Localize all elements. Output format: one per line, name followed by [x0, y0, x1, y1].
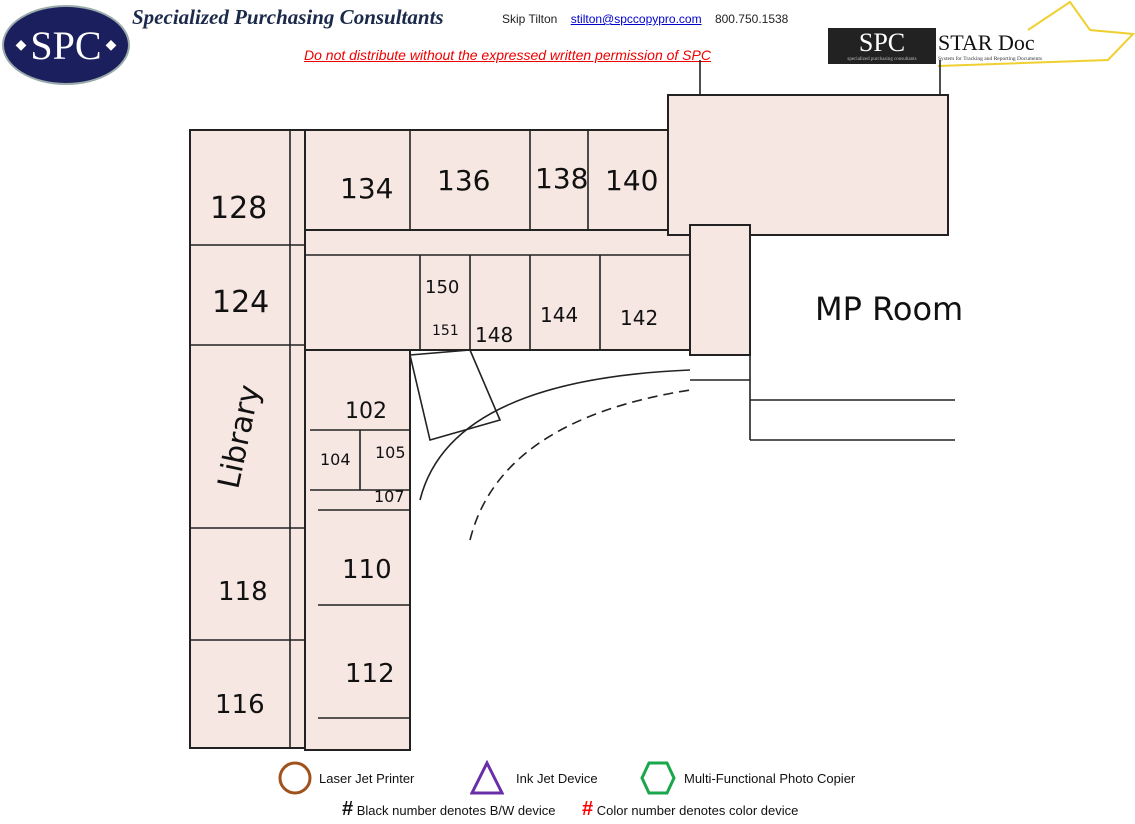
triangle-icon	[470, 760, 504, 795]
distribution-notice: Do not distribute without the expressed …	[304, 47, 711, 63]
star-spc-sub: specialized purchasing consultants	[847, 57, 917, 62]
legend-laser-jet: Laser Jet Printer	[277, 760, 414, 796]
room-mp: MP Room	[815, 290, 963, 328]
room-107: 107	[374, 487, 405, 506]
west-wing	[189, 129, 306, 749]
bw-note-text: Black number denotes B/W device	[356, 803, 556, 818]
center-block	[304, 229, 691, 351]
room-151: 151	[432, 323, 459, 339]
north-classrooms	[304, 129, 686, 231]
hexagon-icon	[640, 761, 676, 795]
legend-bw-note: # Black number denotes B/W device	[342, 798, 555, 821]
room-102: 102	[345, 399, 387, 424]
room-140: 140	[605, 164, 658, 197]
room-105: 105	[375, 443, 406, 462]
legend-label: Laser Jet Printer	[319, 770, 415, 786]
legend-color-note: # Color number denotes color device	[582, 798, 798, 821]
star-spc-text: SPC	[858, 28, 906, 57]
color-note-text: Color number denotes color device	[596, 803, 799, 818]
east-building	[667, 94, 949, 236]
room-104: 104	[320, 450, 351, 469]
legend-mfp: Multi-Functional Photo Copier	[640, 760, 855, 796]
room-118: 118	[218, 577, 268, 607]
legend-ink-jet: Ink Jet Device	[470, 760, 598, 796]
room-116: 116	[215, 690, 265, 720]
star-doc-subtitle: System for Tracking and Reporting Docume…	[938, 56, 1043, 62]
room-150: 150	[425, 277, 459, 298]
room-136: 136	[437, 164, 490, 197]
contact-email-link[interactable]: stilton@spccopypro.com	[570, 12, 702, 26]
room-142: 142	[620, 306, 658, 330]
room-112: 112	[345, 659, 395, 689]
hash-black-icon: #	[342, 798, 354, 820]
room-128: 128	[210, 191, 267, 226]
contact-info: Skip Tilton stilton@spccopypro.com 800.7…	[502, 12, 788, 26]
floor-plan: 128 124 Library 134 136 138 140 150 151 …	[189, 60, 963, 751]
room-144: 144	[540, 303, 578, 327]
contact-phone: 800.750.1538	[714, 12, 789, 26]
room-148: 148	[475, 323, 513, 347]
star-doc-title: STAR Doc	[938, 30, 1035, 55]
contact-name: Skip Tilton	[502, 12, 558, 26]
circle-icon	[278, 761, 312, 795]
star-outline-icon	[937, 0, 1135, 67]
hash-red-icon: #	[582, 798, 594, 820]
room-110: 110	[342, 555, 392, 585]
room-138: 138	[535, 162, 588, 195]
spc-logo: ◆SPC◆	[2, 5, 130, 85]
stair-block	[689, 224, 751, 356]
room-124: 124	[212, 285, 269, 320]
room-134: 134	[340, 172, 393, 205]
south-wing	[304, 349, 411, 751]
logo-text: SPC	[30, 22, 102, 68]
legend-label: Multi-Functional Photo Copier	[684, 770, 856, 786]
company-name: Specialized Purchasing Consultants	[132, 5, 444, 29]
legend-label: Ink Jet Device	[516, 770, 598, 786]
